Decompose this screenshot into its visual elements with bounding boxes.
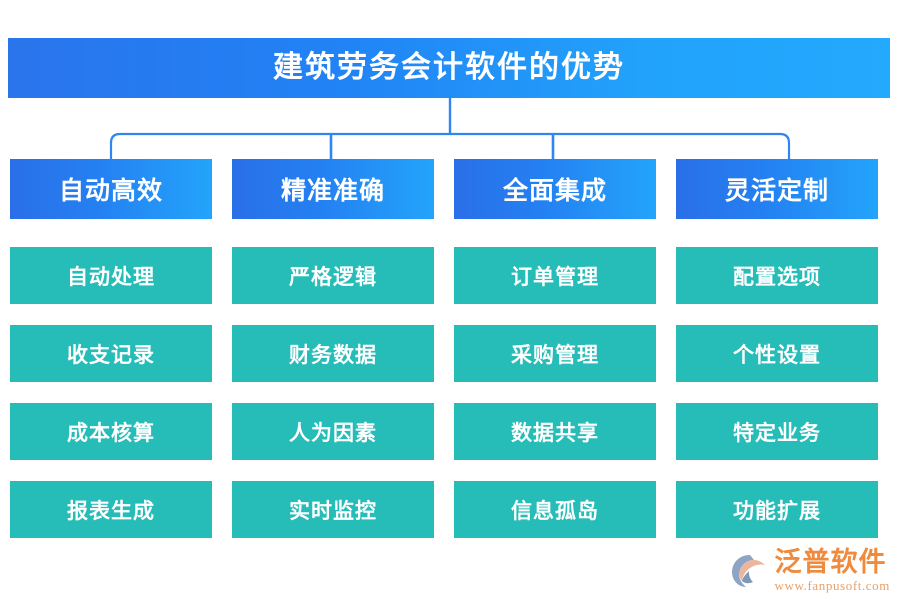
- category-items-3: 订单管理 采购管理 数据共享 信息孤岛: [454, 247, 656, 538]
- logo-text-block: 泛普软件 www.fanpusoft.com: [774, 547, 890, 593]
- list-item[interactable]: 信息孤岛: [454, 481, 656, 538]
- diagram-title-bar: 建筑劳务会计软件的优势: [8, 38, 890, 98]
- list-item[interactable]: 订单管理: [454, 247, 656, 304]
- list-item[interactable]: 报表生成: [10, 481, 212, 538]
- list-item[interactable]: 配置选项: [676, 247, 878, 304]
- swirl-logo-icon: [732, 554, 766, 587]
- list-item[interactable]: 成本核算: [10, 403, 212, 460]
- list-item[interactable]: 实时监控: [232, 481, 434, 538]
- brand-logo: 泛普软件 www.fanpusoft.com: [730, 549, 890, 592]
- category-header-automation[interactable]: 自动高效: [10, 159, 212, 219]
- category-column-2: 精准准确 严格逻辑 财务数据 人为因素 实时监控: [232, 159, 434, 538]
- list-item[interactable]: 人为因素: [232, 403, 434, 460]
- list-item[interactable]: 个性设置: [676, 325, 878, 382]
- category-header-accuracy[interactable]: 精准准确: [232, 159, 434, 219]
- page-title: 建筑劳务会计软件的优势: [273, 51, 625, 84]
- list-item[interactable]: 数据共享: [454, 403, 656, 460]
- list-item[interactable]: 收支记录: [10, 325, 212, 382]
- connector-lines: [109, 98, 791, 159]
- list-item[interactable]: 严格逻辑: [232, 247, 434, 304]
- logo-website-url: www.fanpusoft.com: [774, 578, 890, 593]
- list-item[interactable]: 特定业务: [676, 403, 878, 460]
- category-header-customization[interactable]: 灵活定制: [676, 159, 878, 219]
- logo-company-name: 泛普软件: [774, 547, 887, 577]
- list-item[interactable]: 自动处理: [10, 247, 212, 304]
- category-items-2: 严格逻辑 财务数据 人为因素 实时监控: [232, 247, 434, 538]
- category-items-4: 配置选项 个性设置 特定业务 功能扩展: [676, 247, 878, 538]
- category-column-1: 自动高效 自动处理 收支记录 成本核算 报表生成: [10, 159, 212, 538]
- category-header-integration[interactable]: 全面集成: [454, 159, 656, 219]
- category-columns: 自动高效 自动处理 收支记录 成本核算 报表生成 精准准确 严格逻辑 财务数据 …: [10, 159, 890, 538]
- category-items-1: 自动处理 收支记录 成本核算 报表生成: [10, 247, 212, 538]
- category-column-4: 灵活定制 配置选项 个性设置 特定业务 功能扩展: [676, 159, 878, 538]
- list-item[interactable]: 财务数据: [232, 325, 434, 382]
- list-item[interactable]: 功能扩展: [676, 481, 878, 538]
- category-column-3: 全面集成 订单管理 采购管理 数据共享 信息孤岛: [454, 159, 656, 538]
- list-item[interactable]: 采购管理: [454, 325, 656, 382]
